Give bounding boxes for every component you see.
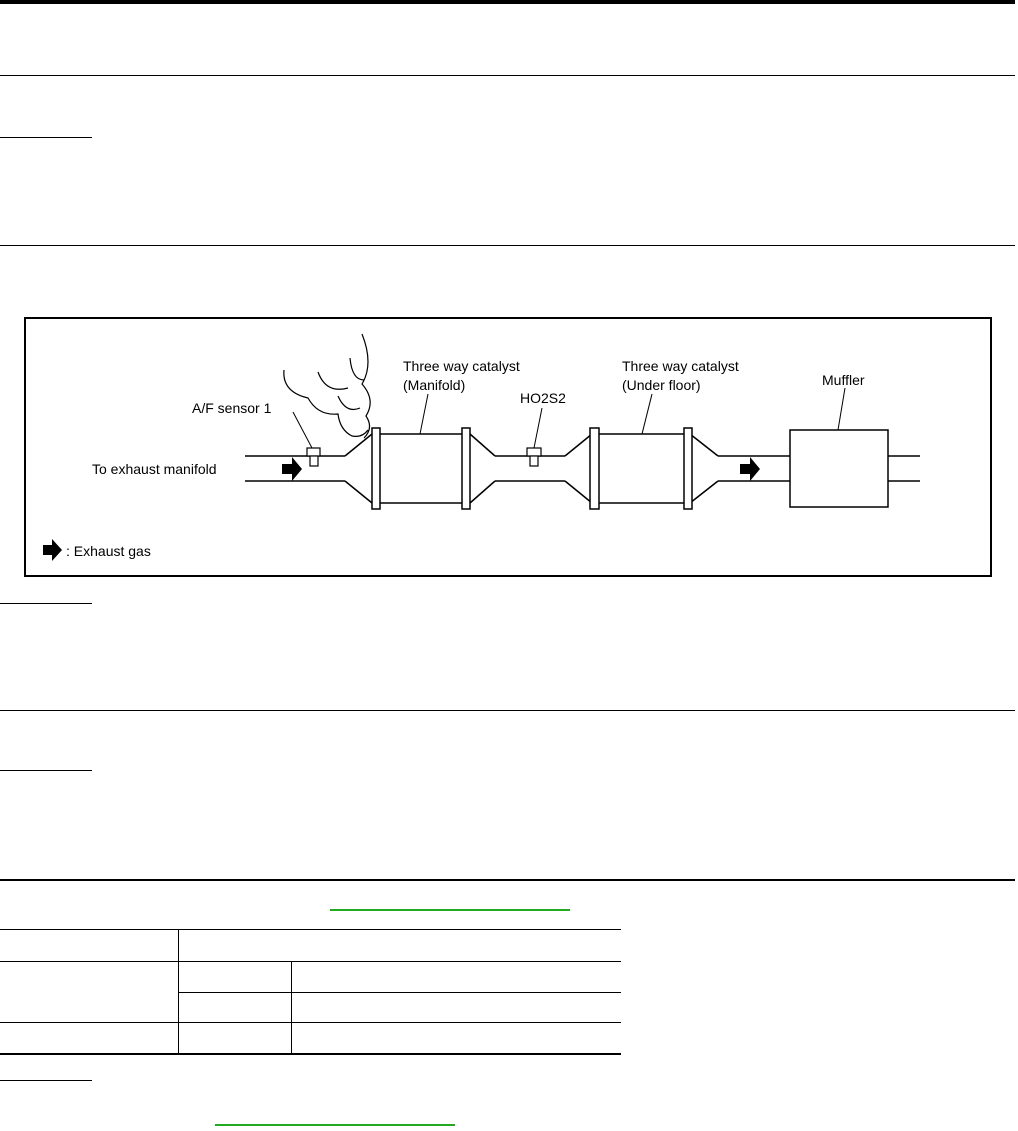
table-rule (0, 1022, 621, 1023)
exhaust-flow-arrow-icon (282, 457, 302, 481)
subsection-marker (0, 137, 92, 138)
subsection-marker (0, 603, 92, 604)
muffler (789, 429, 889, 508)
af-sensor-1 (306, 447, 321, 467)
three-way-catalyst-manifold (371, 427, 471, 510)
reference-link[interactable] (215, 1124, 455, 1126)
muffler-label: Muffler (822, 372, 865, 388)
spec-table (0, 929, 621, 1055)
catalyst-underfloor-sublabel: (Under floor) (622, 377, 701, 393)
section-divider (0, 710, 1015, 711)
section-divider (0, 245, 1015, 246)
table-column-divider (178, 929, 179, 1055)
leader-lines (292, 387, 846, 449)
legend-label: : Exhaust gas (66, 543, 151, 559)
to-exhaust-manifold-label: To exhaust manifold (92, 461, 217, 477)
reference-link[interactable] (330, 909, 570, 911)
exhaust-flow-arrow-icon (740, 457, 760, 481)
table-column-divider (291, 961, 292, 1055)
three-way-catalyst-underfloor (589, 427, 693, 510)
catalyst-manifold-sublabel: (Manifold) (403, 377, 465, 393)
top-border (0, 0, 1015, 4)
exhaust-gas-cloud-icon (283, 333, 371, 439)
table-rule (0, 929, 621, 930)
ho2s2-sensor (526, 447, 542, 467)
subsection-marker (0, 1080, 92, 1081)
subsection-marker (0, 770, 92, 771)
af-sensor-label: A/F sensor 1 (192, 400, 272, 416)
section-divider (0, 75, 1015, 76)
legend-arrow-icon (43, 539, 62, 561)
table-rule (0, 1053, 621, 1055)
catalyst-manifold-label: Three way catalyst (403, 358, 520, 374)
table-rule (0, 961, 621, 962)
catalyst-underfloor-label: Three way catalyst (622, 358, 739, 374)
diagram-frame (24, 317, 992, 577)
ho2s2-label: HO2S2 (520, 390, 566, 406)
table-rule (178, 992, 621, 993)
section-divider (0, 879, 1015, 881)
